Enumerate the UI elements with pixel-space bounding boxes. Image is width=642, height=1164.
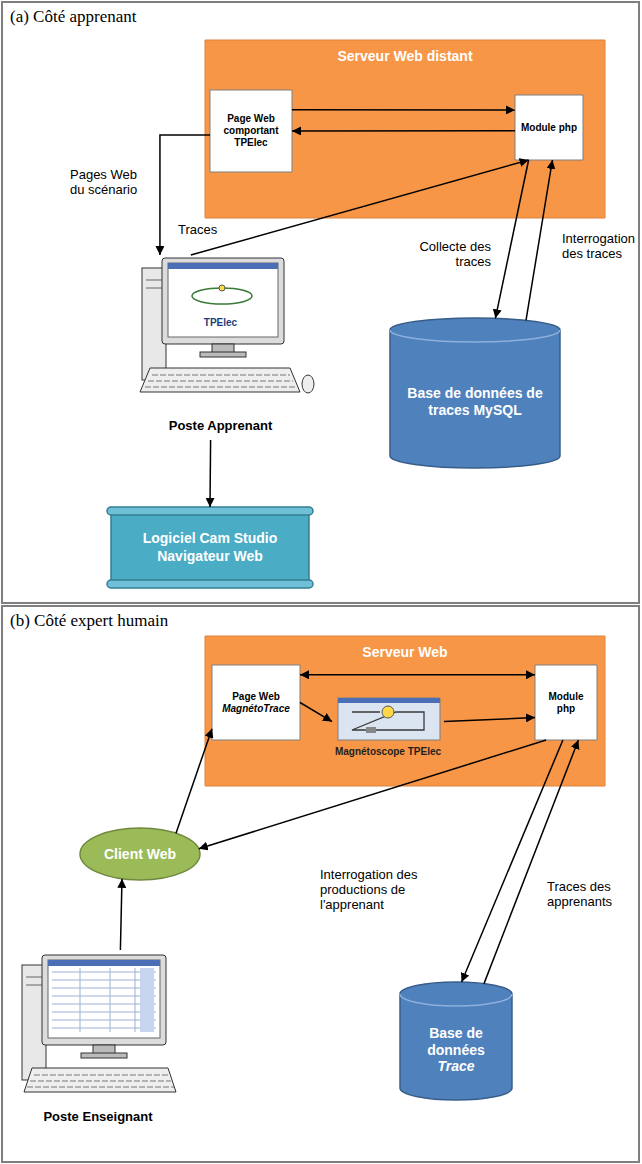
shape-detail	[400, 994, 512, 1006]
table-grid	[80, 968, 135, 1032]
server-box: Page Web comportant TPElec Module php Serv…	[205, 40, 605, 218]
recorder-label: Magnétoscope TPElec	[332, 696, 444, 760]
edge-label: Collecte des traces	[398, 240, 493, 270]
keyboard-keys	[27, 1075, 174, 1087]
module-box: Module php	[515, 95, 583, 160]
node-text: Logiciel Cam Studio Navigateur Web	[123, 530, 297, 565]
recorder-screen	[338, 698, 440, 740]
web-page-box-outline	[212, 665, 300, 740]
client-ellipse-outline	[80, 828, 200, 880]
arrow-connector	[495, 160, 528, 318]
node-text: Base de données de traces MySQL	[396, 385, 554, 419]
web-page-box: Page WebMagnétoTrace	[212, 665, 300, 740]
node-text: (a) Côté apprenant	[10, 7, 137, 27]
bulb	[382, 706, 394, 718]
screen	[48, 960, 160, 1038]
panel-frame: Page Web comportant TPElec Module php Serv…	[2, 2, 639, 603]
arrow-connector	[300, 703, 332, 722]
monitor	[162, 258, 284, 344]
keyboard	[24, 1068, 176, 1092]
arrow-connector	[444, 718, 535, 722]
node-text: Magnétoscope TPElec	[335, 746, 441, 758]
node-text: Poste Apprenant	[169, 419, 273, 434]
arrow-connector	[120, 879, 122, 950]
arrow-connector	[300, 674, 535, 676]
module-box-outline	[515, 95, 583, 160]
computer-illustration	[140, 258, 314, 393]
edge-label-holder: Interrogation des traces	[560, 232, 637, 262]
keyboard-keys	[145, 375, 296, 387]
edge-label: Pages Web du scénario	[68, 168, 154, 198]
battery	[366, 727, 376, 733]
edge-label-holder: Traces des apprenants	[545, 880, 635, 910]
monitor	[42, 955, 166, 1045]
bulb-sketch	[219, 285, 225, 291]
edge-label-holder: Collecte des traces	[398, 240, 493, 270]
server-box-outline	[205, 40, 605, 218]
keyboard	[140, 368, 300, 392]
node-text: MagnétoTrace	[222, 703, 290, 715]
monitor-base	[81, 1053, 127, 1058]
arrow-connector	[199, 740, 546, 849]
database-cylinder: Base de donnéesTrace	[400, 982, 512, 1100]
database-cylinder: Base de données de traces MySQL	[390, 318, 560, 468]
node-text: (b) Côté expert humain	[10, 611, 168, 631]
teacher-computer: Poste Enseignant	[18, 950, 178, 1135]
mouse	[302, 375, 314, 393]
drive-slot	[146, 288, 162, 289]
edge-label: Traces	[176, 223, 219, 238]
recorder-illustration	[338, 698, 440, 740]
window-toolbar	[338, 698, 440, 703]
drive-slot	[26, 977, 42, 978]
web-page-box: Page Web comportant TPElec	[210, 90, 292, 172]
shape-detail	[107, 507, 313, 588]
edge-label-holder: Traces	[176, 220, 236, 238]
server-box-outline	[205, 636, 605, 786]
window-toolbar	[48, 960, 160, 966]
monitor-base	[200, 352, 246, 357]
drive-slot	[26, 985, 42, 986]
node-text: Poste Enseignant	[43, 1110, 152, 1125]
node-text: Page Web	[232, 691, 280, 703]
scroll-panel	[140, 968, 154, 1032]
window-toolbar	[168, 263, 278, 269]
node-text: Module php	[521, 122, 577, 134]
database-cylinder-outline	[400, 982, 512, 1100]
panel-frame-outline	[2, 2, 639, 603]
server-box: Page WebMagnétoTraceMagnétoscope TPElec M…	[205, 636, 605, 786]
node-text: Serveur Web	[362, 644, 447, 660]
node-text: Trace	[437, 1058, 474, 1075]
node-text: Client Web	[104, 846, 176, 862]
panel-frame-outline	[2, 606, 639, 1162]
arrow-connector	[209, 440, 211, 507]
node-text: TPElec	[204, 317, 237, 329]
learner-computer: TPElecPoste Apprenant	[138, 255, 303, 440]
edge-label: Interrogation des traces	[560, 232, 637, 262]
node-text: Module php	[539, 691, 593, 715]
node-text: Page Web comportant TPElec	[214, 113, 288, 149]
node-text: Serveur Web distant	[337, 48, 472, 64]
edge-label-holder: Pages Web du scénario	[68, 168, 154, 198]
screen	[168, 263, 278, 337]
web-page-box-outline	[210, 90, 292, 172]
arrow-connector	[526, 160, 552, 320]
drive-slot	[146, 280, 162, 281]
software-scroll: Logiciel Cam Studio Navigateur Web	[105, 505, 315, 590]
module-box: Module php	[535, 665, 597, 740]
arrow-connector	[176, 729, 212, 833]
edge-label: Interrogation des productions de l'appre…	[318, 868, 458, 913]
edge-label: Traces des apprenants	[545, 880, 635, 910]
software-scroll-outline	[111, 511, 309, 584]
database-cylinder-outline	[390, 318, 560, 468]
computer-illustration	[22, 955, 176, 1092]
node-text: Base de données	[406, 1025, 506, 1059]
arrow-connector	[292, 130, 515, 132]
arrow-connector	[292, 109, 515, 111]
edge-label-holder: Interrogation des productions de l'appre…	[318, 868, 458, 913]
arrow-connector	[484, 740, 578, 984]
shape-detail	[390, 330, 560, 342]
client-ellipse: Client Web	[80, 828, 200, 880]
module-box-outline	[535, 665, 597, 740]
arrow-connector	[462, 740, 563, 982]
